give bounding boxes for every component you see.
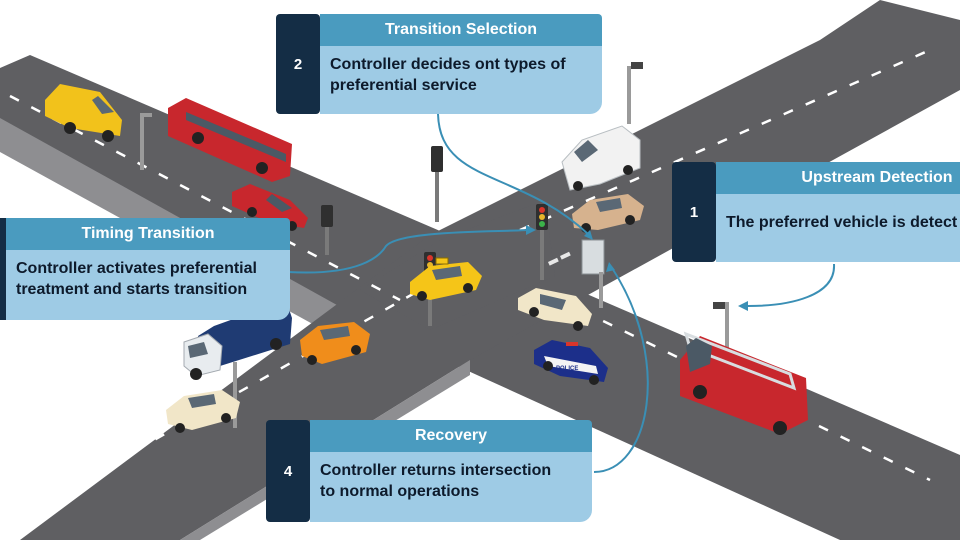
connector-arrows (287, 113, 836, 473)
step-number: 4 (266, 420, 310, 522)
yellow-van (45, 84, 122, 142)
arrowhead (738, 301, 748, 311)
arrow-recovery-to-cabinet (593, 267, 649, 473)
arrowhead (584, 230, 593, 240)
police-car: POLICE (534, 340, 608, 385)
arrow-timing-to-light (287, 229, 527, 274)
tan-sedan (572, 194, 644, 233)
callout-line: Controller decides ont types of (330, 56, 566, 73)
cream-sedan (518, 288, 592, 331)
arrowheads (526, 225, 748, 311)
traffic-light (431, 146, 443, 222)
orange-car (300, 322, 370, 365)
callout-title: Upstream Detection (716, 162, 960, 194)
traffic-light (321, 205, 333, 255)
cream-car-sw (166, 390, 240, 433)
arrow-detection-to-camera (747, 263, 836, 307)
camera-pole (713, 302, 729, 350)
step-number: 2 (276, 14, 320, 114)
callout-line: to normal operations (320, 483, 480, 500)
callout-transition-selection: 2 Transition Selection Controller decide… (276, 14, 602, 114)
police-label: POLICE (556, 366, 578, 372)
callout-body: The preferred vehicle is detect (716, 194, 960, 262)
crosswalk (548, 251, 571, 266)
red-bus (168, 98, 292, 182)
callout-body: Controller activates preferential treatm… (6, 250, 290, 320)
callout-line: The preferred vehicle is detect (726, 214, 958, 231)
camera-pole (627, 62, 643, 124)
callout-body: Controller returns intersection to norma… (310, 452, 592, 522)
lamp-post (233, 362, 237, 428)
callout-recovery: 4 Recovery Controller returns intersecti… (266, 420, 592, 522)
callout-line: Controller returns intersection (320, 462, 552, 479)
traffic-light (536, 204, 548, 280)
callout-title: Recovery (310, 420, 592, 452)
fire-truck (680, 331, 808, 435)
callout-timing-transition: Timing Transition Controller activates p… (0, 218, 290, 320)
callout-title: Timing Transition (6, 218, 290, 250)
lamp-post (140, 113, 152, 170)
callout-line: Controller activates preferential (16, 260, 257, 277)
step-number (0, 218, 6, 320)
step-number: 1 (672, 162, 716, 262)
callout-line: treatment and starts transition (16, 281, 248, 298)
white-van (561, 125, 641, 191)
callout-body: Controller decides ont types of preferen… (320, 46, 602, 114)
arrowhead (606, 262, 615, 272)
arrowhead (526, 225, 536, 235)
taxi (410, 257, 482, 301)
arrow-selection-to-cabinet (437, 113, 589, 235)
callout-line: preferential service (330, 77, 477, 94)
callout-upstream-detection: 1 Upstream Detection The preferred vehic… (672, 162, 960, 262)
callout-title: Transition Selection (320, 14, 602, 46)
